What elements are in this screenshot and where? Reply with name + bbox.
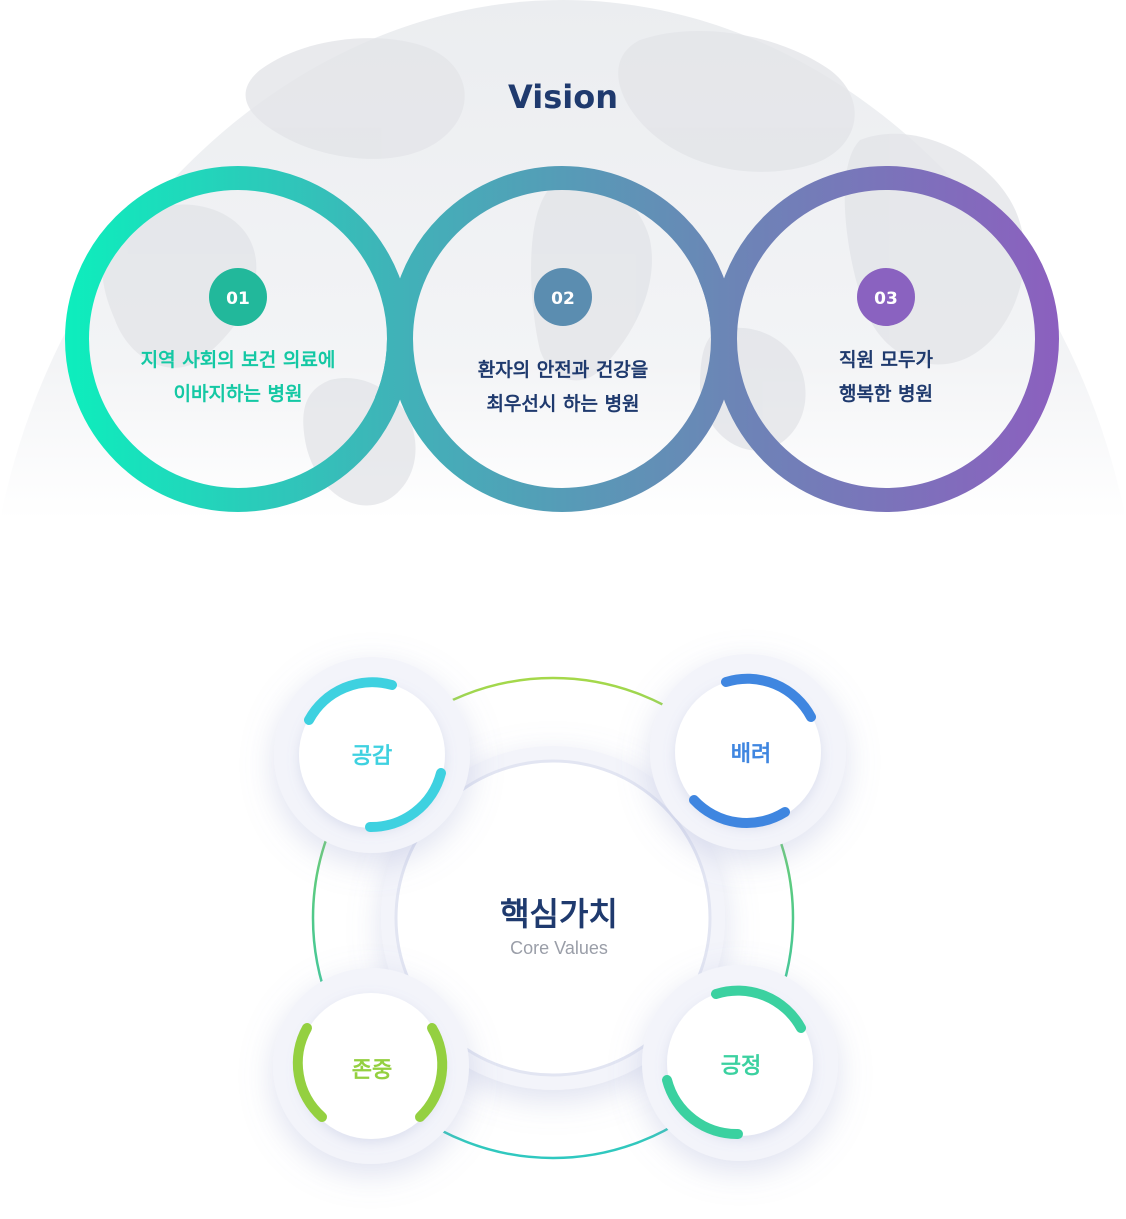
value-arc [415, 1023, 448, 1122]
vision-item-text-line1: 환자의 안전과 건강을 [478, 359, 649, 381]
core-value-consideration: 배려 [650, 654, 846, 850]
value-node-inner [675, 679, 821, 825]
number-badge [209, 268, 267, 326]
vision-item-text-line1: 직원 모두가 [839, 349, 934, 371]
core-value-empathy: 공감 [274, 657, 470, 853]
vision-ring-03 [713, 166, 1059, 512]
core-subtitle: Core Values [510, 938, 608, 958]
value-label: 배려 [731, 742, 771, 767]
core-outer-ring [311, 676, 795, 1160]
value-arc [689, 795, 790, 828]
value-arc [721, 673, 816, 722]
vision-item-02: 02 환자의 안전과 건강을 최우선시 하는 병원 [478, 268, 649, 415]
value-node-inner [298, 993, 444, 1139]
core-values-diagram: 핵심가치 Core Values 공감 배려 존중 [273, 654, 846, 1164]
number-badge [857, 268, 915, 326]
vision-item-01: 01 지역 사회의 보건 의료에 이바지하는 병원 [141, 268, 336, 405]
core-title: 핵심가치 [500, 895, 618, 933]
vision-title: Vision [508, 78, 618, 116]
vision-item-03: 03 직원 모두가 행복한 병원 [839, 268, 934, 405]
value-arc [292, 1023, 327, 1122]
vision-item-text-line2: 행복한 병원 [839, 383, 933, 405]
value-arc [304, 677, 397, 725]
ring-link-02-03 [698, 271, 735, 340]
value-node-inner [299, 682, 445, 828]
value-node-inner [667, 990, 813, 1136]
core-center-inner [394, 759, 712, 1077]
value-label: 공감 [352, 744, 392, 769]
vision-item-number: 01 [226, 289, 250, 309]
vision-item-text-line2: 이바지하는 병원 [174, 383, 303, 405]
vision-item-number: 03 [874, 289, 898, 309]
ring-link-01-02 [374, 338, 411, 407]
vision-item-number: 02 [551, 289, 575, 309]
value-arc [711, 985, 806, 1033]
value-arc [662, 1075, 743, 1140]
core-value-positivity: 긍정 [642, 965, 838, 1161]
vision-item-text-line1: 지역 사회의 보건 의료에 [141, 349, 336, 371]
value-label: 긍정 [721, 1054, 761, 1079]
core-value-respect: 존중 [273, 968, 469, 1164]
value-arc [365, 768, 446, 833]
value-label: 존중 [352, 1058, 392, 1083]
vision-item-text-line2: 최우선시 하는 병원 [486, 393, 639, 415]
number-badge [534, 268, 592, 326]
